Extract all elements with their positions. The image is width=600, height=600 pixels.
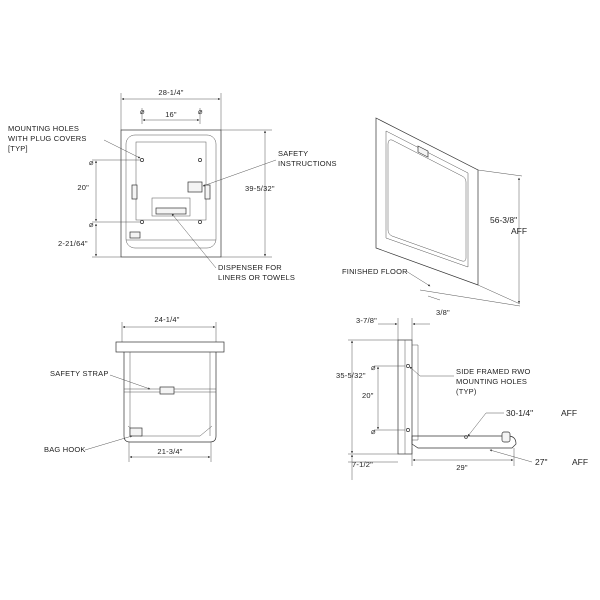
mounting-hole-4	[198, 220, 202, 224]
open-view: 24-1/4" SAFETY STRAP BAG HOOK 21-3/4"	[44, 315, 225, 462]
hole-symbol-top-left: ⌀	[140, 107, 145, 116]
mounting-holes-label-3: [TYP]	[8, 144, 28, 153]
side-hole-2	[406, 428, 410, 432]
hole-symbol-left-top: ⌀	[89, 158, 94, 167]
side-door-pin	[464, 435, 468, 439]
side-depth-dim: 3-7/8"	[356, 316, 377, 325]
safety-strap-label: SAFETY STRAP	[50, 369, 109, 378]
bottom-tab	[129, 231, 141, 239]
front-height-dim: 39-5/32"	[245, 184, 275, 193]
side-holes-label-1: SIDE FRAMED RWO	[456, 367, 531, 376]
side-hole-symbol-top: ⌀	[371, 363, 376, 372]
mounting-hole-1	[140, 158, 144, 162]
iso-inner-panel	[387, 139, 467, 262]
dispenser-label-1: DISPENSER FOR	[218, 263, 282, 272]
side-open-depth-dim: 29"	[456, 463, 468, 472]
open-top-width-dim: 24-1/4"	[154, 315, 179, 324]
dispenser-opening	[151, 197, 191, 217]
side-holes-label-3: (TYP)	[456, 387, 477, 396]
side-aff-label-1: AFF	[561, 408, 577, 418]
dispenser-label-2: LINERS OR TOWELS	[218, 273, 295, 282]
side-bottom-dim: 7-1/2"	[352, 460, 373, 469]
side-hole-1	[406, 364, 410, 368]
safety-label-1: SAFETY	[278, 149, 308, 158]
iso-thickness-dim: 3/8"	[436, 308, 450, 317]
iso-view: 56-3/8" AFF FINISHED FLOOR 3/8"	[342, 117, 527, 317]
bag-hook-label: BAG HOOK	[44, 445, 86, 454]
safety-label-2: INSTRUCTIONS	[278, 159, 337, 168]
mounting-holes-label-2: WITH PLUG COVERS	[8, 134, 87, 143]
safety-instructions-plate	[187, 181, 203, 193]
right-slot	[204, 184, 211, 200]
side-door-handle	[501, 431, 511, 443]
left-slot	[131, 184, 138, 200]
front-bottom-hole-dim: 2-21/64"	[58, 239, 88, 248]
front-inner-panel	[135, 141, 207, 221]
mounting-holes-label-1: MOUNTING HOLES	[8, 124, 79, 133]
side-hole-dim: 20"	[362, 391, 374, 400]
side-floor-dim: 27"	[535, 457, 547, 467]
front-vertical-hole-dim: 20"	[77, 183, 89, 192]
open-bottom-width-dim: 21-3/4"	[157, 447, 182, 456]
side-open-door	[411, 435, 517, 449]
side-aff-label-2: AFF	[572, 457, 588, 467]
iso-frame	[375, 117, 479, 286]
iso-height-dim: 56-3/8"	[490, 215, 517, 225]
front-cabinet-door	[125, 134, 217, 249]
front-cabinet-frame	[120, 129, 222, 258]
finished-floor-label: FINISHED FLOOR	[342, 267, 408, 276]
dispenser-slot	[155, 207, 187, 215]
side-height-dim: 35-5/32"	[336, 371, 366, 380]
front-view: 28-1/4" 16" ⌀ ⌀ MOUNTING HOLES WITH PLUG…	[8, 88, 337, 282]
side-holes-label-2: MOUNTING HOLES	[456, 377, 527, 386]
side-height-aff-dim: 30-1/4"	[506, 408, 533, 418]
side-hole-symbol-bottom: ⌀	[371, 427, 376, 436]
front-width-dim: 28-1/4"	[158, 88, 183, 97]
iso-aff-label: AFF	[511, 226, 527, 236]
safety-strap-buckle	[159, 386, 175, 395]
hole-symbol-left-bottom: ⌀	[89, 220, 94, 229]
mounting-hole-2	[198, 158, 202, 162]
bag-hook	[129, 427, 143, 437]
side-view: 3-7/8" 35-5/32" 20" ⌀ ⌀ SIDE FRAMED RWO …	[336, 316, 588, 480]
open-top-flange	[115, 341, 225, 353]
hole-spacing-dim: 16"	[165, 110, 177, 119]
mounting-hole-3	[140, 220, 144, 224]
iso-top-label	[417, 145, 429, 158]
hole-symbol-top-right: ⌀	[198, 107, 203, 116]
iso-door	[385, 130, 469, 268]
